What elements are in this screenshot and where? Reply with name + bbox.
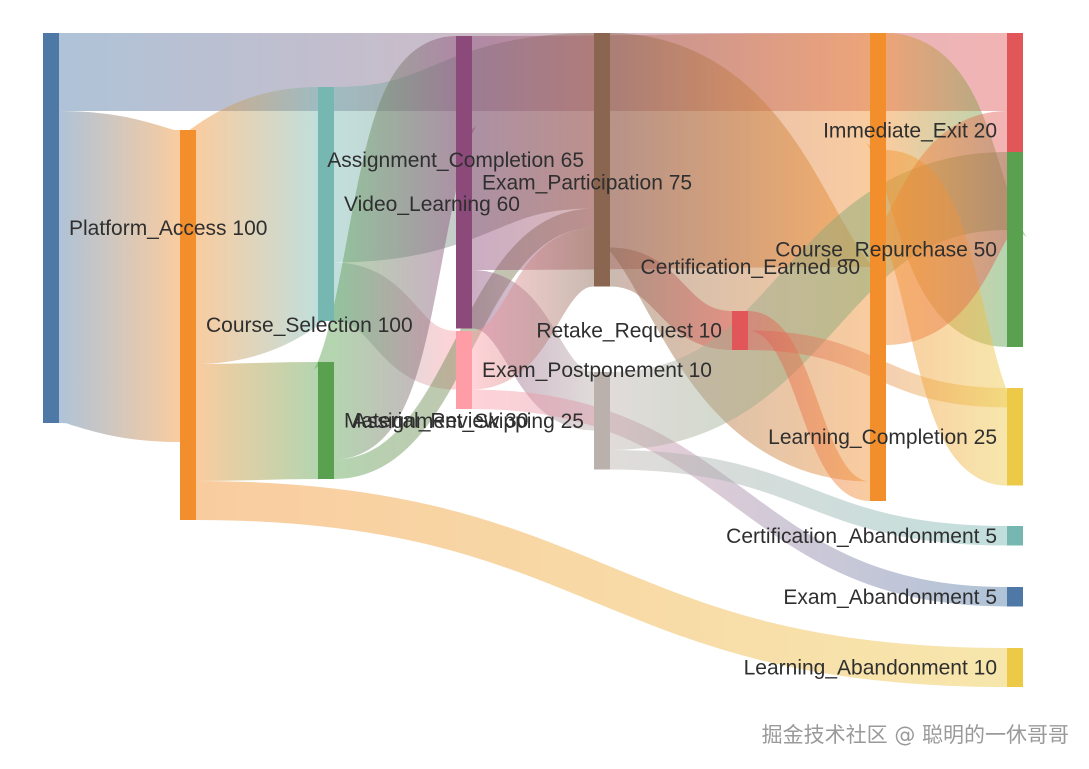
link-course_selection-to-learning_abandonment[interactable]	[195, 481, 1008, 687]
node-label-video-learning: Video_Learning 60	[344, 193, 520, 216]
node-assignment-completion[interactable]	[594, 33, 610, 287]
node-label-certification-earned: Certification_Earned 80	[641, 256, 860, 279]
node-label-learning-abandonment: Learning_Abandonment 10	[744, 657, 997, 680]
node-label-course-selection: Course_Selection 100	[206, 314, 413, 337]
node-assignment-skipping[interactable]	[594, 372, 610, 470]
watermark: 掘金技术社区 @ 聪明的一休哥哥	[761, 723, 1069, 747]
link-course_selection-to-video_learning[interactable]	[179, 87, 335, 364]
node-exam-abandonment[interactable]	[1007, 587, 1023, 607]
node-label-learning-completion: Learning_Completion 25	[768, 426, 997, 449]
node-label-immediate-exit: Immediate_Exit 20	[823, 120, 997, 143]
node-learning-abandonment[interactable]	[1007, 648, 1023, 687]
node-platform-access[interactable]	[43, 33, 59, 423]
node-label-platform-access: Platform_Access 100	[69, 217, 267, 240]
link-platform_access-to-course_selection[interactable]	[54, 111, 185, 442]
link-exam_postponement-to-assignment_completion[interactable]	[468, 228, 598, 390]
node-label-course-repurchase: Course_Repurchase 50	[775, 239, 997, 262]
node-label-exam-postponement: Exam_Postponement 10	[482, 359, 712, 382]
link-retake_request-to-certification_earned[interactable]	[746, 311, 872, 501]
node-course-selection[interactable]	[180, 130, 196, 520]
link-assignment_completion-to-retake_request[interactable]	[608, 247, 734, 350]
link-assignment_completion-to-certification_earned[interactable]	[597, 33, 883, 482]
link-exam_postponement-to-exam_abandonment[interactable]	[471, 389, 1008, 607]
node-material-review[interactable]	[318, 362, 334, 479]
node-certification-earned[interactable]	[870, 33, 886, 501]
node-label-exam-participation: Exam_Participation 75	[482, 171, 692, 194]
link-material_review-to-exam_participation[interactable]	[310, 36, 480, 460]
nodes-layer	[43, 33, 1023, 687]
node-retake-request[interactable]	[732, 311, 748, 350]
node-label-assignment-completion: Assignment_Completion 65	[327, 149, 584, 172]
node-exam-postponement[interactable]	[456, 331, 472, 409]
node-label-exam-abandonment: Exam_Abandonment 5	[783, 586, 997, 609]
node-learning-completion[interactable]	[1007, 388, 1023, 486]
node-label-material-review: Material_Review 30	[344, 410, 528, 433]
node-certification-abandonment[interactable]	[1007, 526, 1023, 546]
node-label-assignment-skipping: Assignment_Skipping 25	[353, 410, 584, 433]
node-course-repurchase[interactable]	[1007, 152, 1023, 347]
node-label-certification-abandonment: Certification_Abandonment 5	[726, 525, 997, 548]
link-course_selection-to-material_review[interactable]	[195, 362, 319, 481]
node-exam-participation[interactable]	[456, 36, 472, 329]
link-assignment_skipping-to-certification_abandonment[interactable]	[609, 450, 1008, 546]
link-certification_earned-to-immediate_exit[interactable]	[872, 111, 1021, 345]
node-video-learning[interactable]	[318, 87, 334, 321]
node-label-retake-request: Retake_Request 10	[536, 320, 722, 343]
